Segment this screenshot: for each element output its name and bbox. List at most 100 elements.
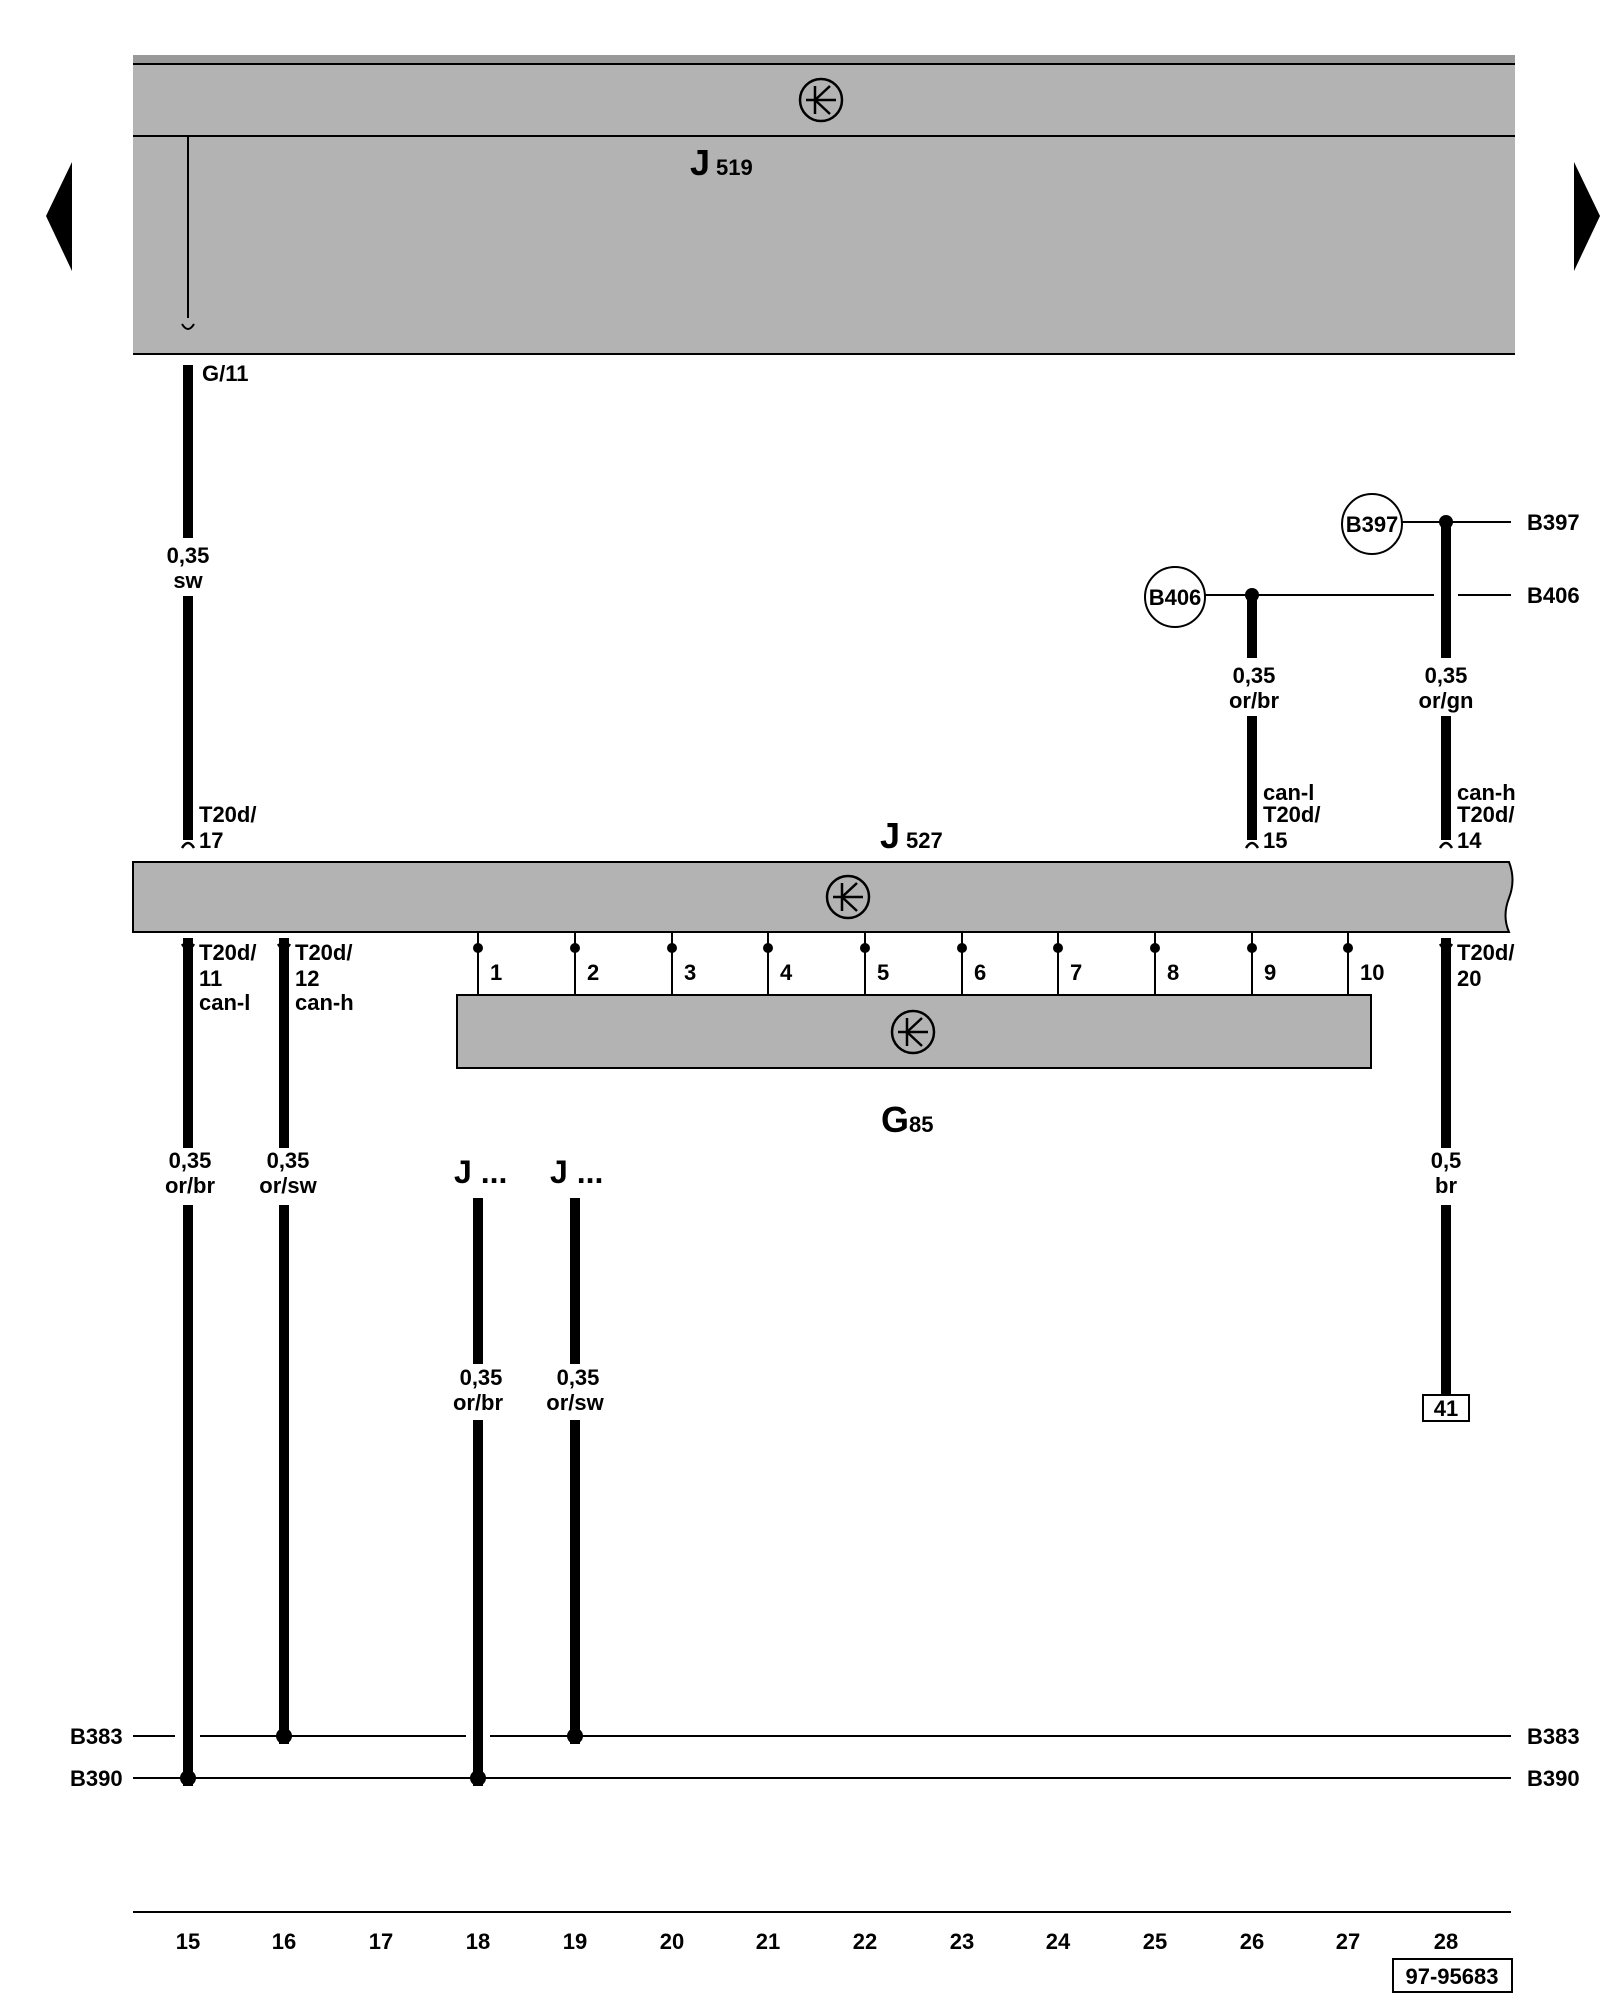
w15b-size: 0,35 [169,1148,212,1173]
g85-pin-label: 3 [684,960,696,985]
wire-16-bottom: T20d/ 12 can-h 0,35 or/sw [259,938,354,1744]
track-number: 23 [950,1929,974,1954]
track-number: 22 [853,1929,877,1954]
g85-pin-label: 7 [1070,960,1082,985]
bus-b383: B383 B383 [70,1724,1580,1749]
wire-26-top: 0,35 or/br can-l T20d/ 15 [1229,597,1320,853]
w26-signal: can-l [1263,780,1314,805]
w28-connector-pin: 14 [1457,828,1482,853]
g85-sub: 85 [909,1112,933,1137]
w15-color: sw [173,568,203,593]
w28b-connector: T20d/ [1457,940,1514,965]
track-numbers: 15 16 17 18 19 20 21 22 23 24 25 26 27 2… [133,1911,1511,1954]
g85-pin-label: 8 [1167,960,1179,985]
b397-label: B397 [1346,512,1399,537]
triangle-left-icon[interactable] [46,162,72,271]
w26-size: 0,35 [1233,663,1276,688]
w28-color: or/gn [1419,688,1474,713]
b406-label: B406 [1149,585,1202,610]
track-number: 16 [272,1929,296,1954]
w18-color: or/br [453,1390,504,1415]
g85-pin-label: 6 [974,960,986,985]
w15b-signal: can-l [199,990,250,1015]
j519-letter: J [690,142,710,183]
w15-connector-pin: 17 [199,828,223,853]
wire-28-top: 0,35 or/gn can-h T20d/ 14 [1419,524,1516,853]
b383-right-label: B383 [1527,1724,1580,1749]
track-number: 28 [1434,1929,1458,1954]
wire-18: J ... 0,35 or/br [453,1154,507,1786]
w16-size: 0,35 [267,1148,310,1173]
g85-pin-label: 4 [780,960,793,985]
w19-color: or/sw [546,1390,604,1415]
w15-pin-label: G/11 [202,361,248,386]
control-unit-icon [825,874,871,920]
w19-size: 0,35 [557,1365,600,1390]
w28b-connector-pin: 20 [1457,966,1481,991]
w19-ref: J ... [550,1154,603,1190]
footer-ref: 97-95683 [1392,1958,1513,1993]
wire-28-bottom: T20d/ 20 0,5 br 41 [1422,938,1514,1422]
g85-pin-label: 10 [1360,960,1384,985]
j519-sub: 519 [716,155,753,180]
triangle-right-icon[interactable] [1574,162,1600,271]
control-unit-j527: J 527 [132,815,1514,933]
ref-box-41-label: 41 [1434,1396,1458,1421]
w16-connector: T20d/ [295,940,352,965]
g85-pin-label: 1 [490,960,502,985]
g85-pins: 1 2 3 4 5 6 7 8 9 10 [473,932,1384,995]
w26-connector-pin: 15 [1263,828,1287,853]
footer-ref-label: 97-95683 [1406,1964,1499,1989]
wire-19: J ... 0,35 or/sw [546,1154,605,1744]
junction-b397: B397 B397 [1341,493,1580,555]
g85-pin-label: 9 [1264,960,1276,985]
wire-15-bottom: T20d/ 11 can-l 0,35 or/br [165,938,256,1786]
track-number: 15 [176,1929,200,1954]
track-number: 21 [756,1929,780,1954]
component-g85: G 85 [456,994,1372,1140]
track-number: 24 [1046,1929,1071,1954]
wire-15-top: 0,35 sw T20d/ 17 [167,365,256,853]
track-number: 26 [1240,1929,1264,1954]
w16-signal: can-h [295,990,354,1015]
j527-letter: J [880,815,900,856]
w18-ref: J ... [454,1154,507,1190]
w28b-size: 0,5 [1431,1148,1462,1173]
w16-connector-pin: 12 [295,966,319,991]
track-number: 19 [563,1929,587,1954]
w15b-connector: T20d/ [199,940,256,965]
w15b-connector-pin: 11 [199,966,222,991]
w26-connector: T20d/ [1263,802,1320,827]
w15-connector: T20d/ [199,802,256,827]
w28b-color: br [1435,1173,1457,1198]
b390-right-label: B390 [1527,1766,1580,1791]
g85-pin-label: 5 [877,960,889,985]
w28-signal: can-h [1457,780,1516,805]
track-number: 18 [466,1929,490,1954]
track-number: 25 [1143,1929,1167,1954]
j527-sub: 527 [906,828,943,853]
b383-left-label: B383 [70,1724,123,1749]
track-number: 27 [1336,1929,1360,1954]
connector-symbols [180,323,1454,951]
w28-size: 0,35 [1425,663,1468,688]
w18-size: 0,35 [460,1365,503,1390]
w16-color: or/sw [259,1173,317,1198]
ref-box-41[interactable] [1422,1394,1470,1422]
b406-right-label: B406 [1527,583,1580,608]
track-number: 17 [369,1929,393,1954]
g85-letter: G [881,1099,909,1140]
control-unit-icon [890,1009,936,1055]
w15-size: 0,35 [167,543,210,568]
w15b-color: or/br [165,1173,216,1198]
w26-color: or/br [1229,688,1280,713]
control-unit-j519: J 519 [133,55,1515,355]
bus-b390: B390 B390 [70,1766,1580,1791]
control-unit-icon [798,77,844,123]
track-number: 20 [660,1929,684,1954]
junction-b406: B406 B406 [1144,566,1580,628]
b397-right-label: B397 [1527,510,1580,535]
g85-pin-label: 2 [587,960,599,985]
w28-connector: T20d/ [1457,802,1514,827]
